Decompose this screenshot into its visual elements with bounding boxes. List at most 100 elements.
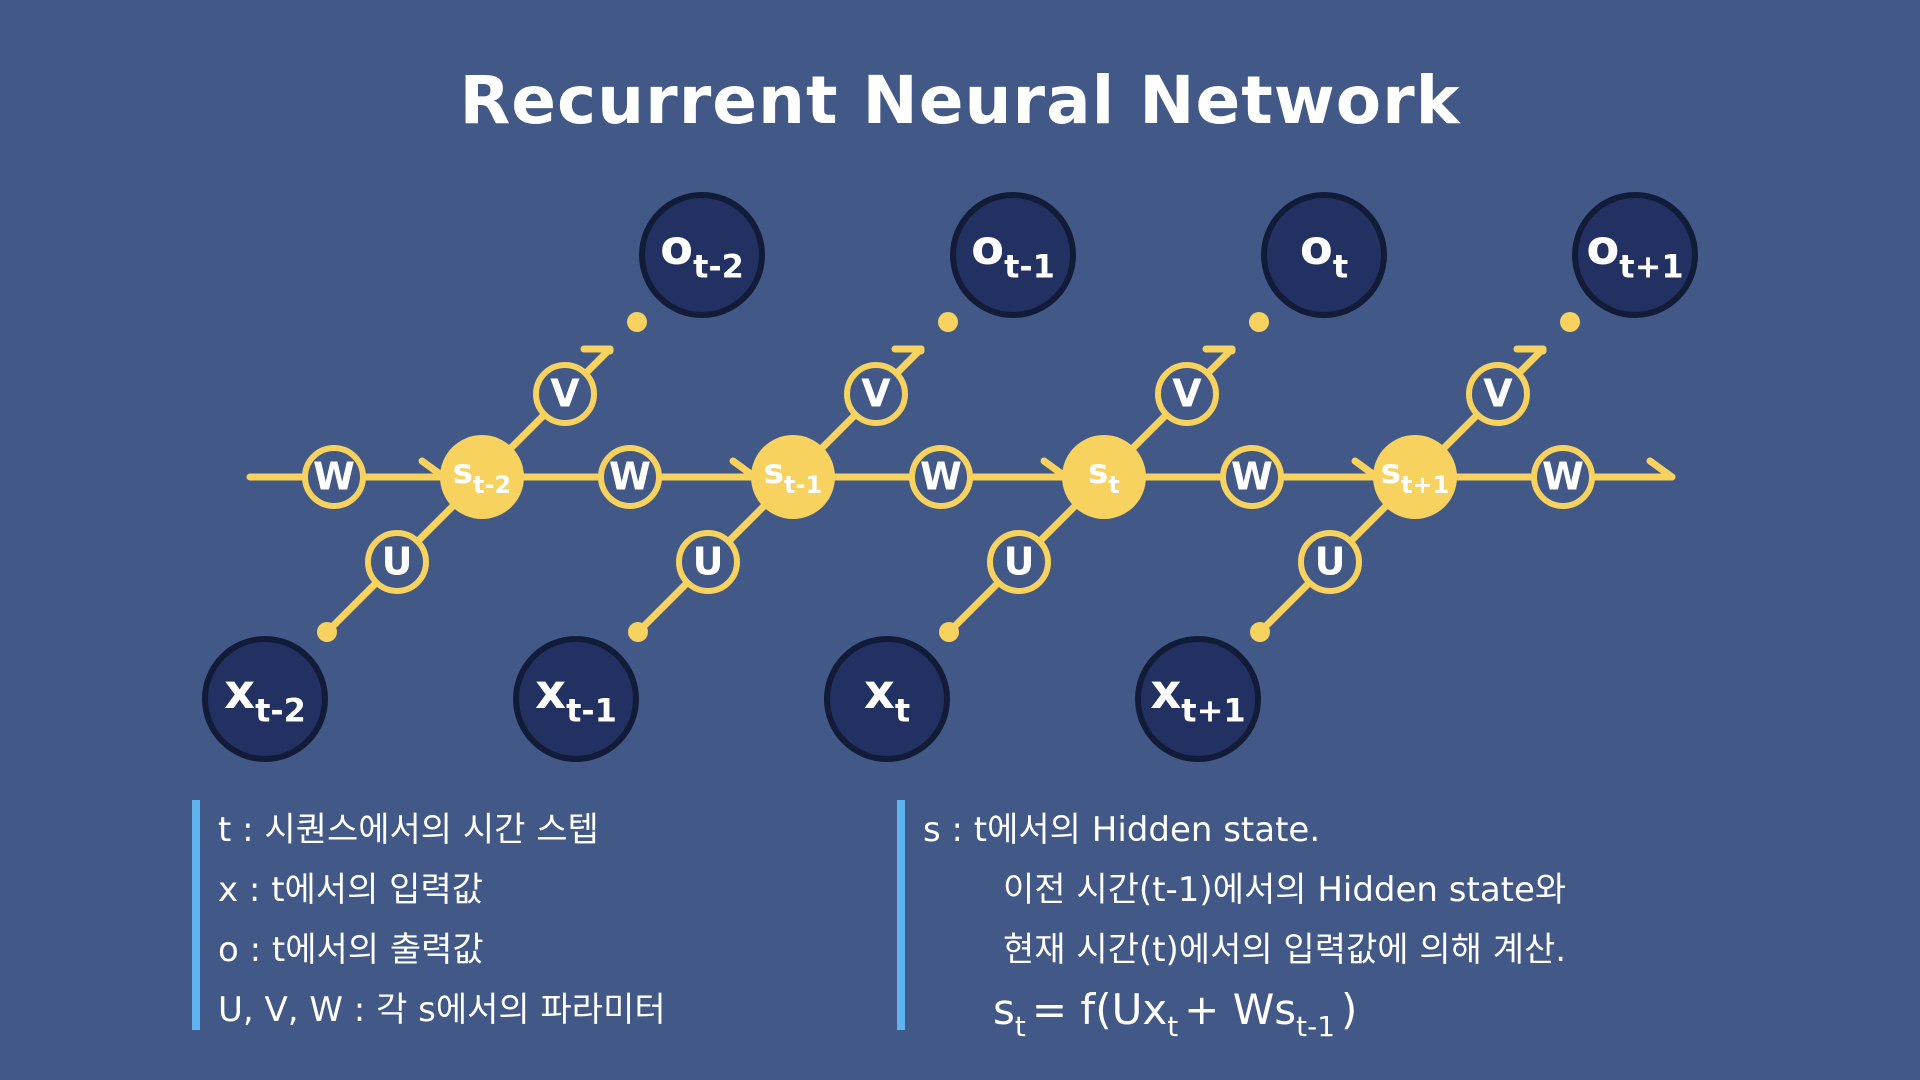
output-dot-tminus1 bbox=[938, 312, 958, 332]
weight-w-tminus2-label: W bbox=[609, 455, 651, 499]
weight-w-tplus1-label: W bbox=[1542, 455, 1584, 499]
hidden-label-t: st bbox=[1088, 452, 1120, 500]
output-label-tplus1-base: o bbox=[1586, 220, 1619, 276]
hidden-label-tminus2-sub: t-2 bbox=[473, 471, 511, 499]
weight-w-tminus1-label: W bbox=[920, 455, 962, 499]
weight-v-t-label: V bbox=[1172, 372, 1202, 416]
input-label-t-sub: t bbox=[895, 692, 910, 730]
weight-v-tminus1-label: V bbox=[861, 372, 891, 416]
legend-item-x: x : t에서의 입력값 bbox=[218, 870, 484, 910]
legend-item-s: s : t에서의 Hidden state. bbox=[923, 810, 1321, 850]
hidden-node-t bbox=[1062, 435, 1146, 519]
weight-u-t-label: U bbox=[1004, 540, 1035, 584]
formula-x-sub: t bbox=[1167, 1010, 1179, 1043]
legend-item-s-desc-2: 현재 시간(t)에서의 입력값에 의해 계산. bbox=[1003, 930, 1567, 970]
weight-v-tminus1 bbox=[844, 362, 908, 426]
output-dot-tplus1 bbox=[1560, 312, 1580, 332]
input-node-t bbox=[824, 636, 950, 762]
output-label-tminus2-base: o bbox=[660, 220, 693, 276]
input-label-tminus2-sub: t-2 bbox=[255, 692, 306, 730]
hidden-node-tplus1 bbox=[1373, 435, 1457, 519]
weight-w-tminus2 bbox=[598, 445, 662, 509]
page-title: Recurrent Neural Network bbox=[459, 62, 1461, 139]
legend-item-s-desc-1: 이전 시간(t-1)에서의 Hidden state와 bbox=[1003, 870, 1567, 910]
input-label-tminus2-base: x bbox=[224, 664, 255, 720]
input-dot-tminus1 bbox=[628, 622, 648, 642]
weight-u-t bbox=[987, 530, 1051, 594]
weight-v-t bbox=[1155, 362, 1219, 426]
legend-left: t : 시퀀스에서의 시간 스텝 x : t에서의 입력값 o : t에서의 출… bbox=[192, 800, 858, 1030]
output-arrowhead-t bbox=[1202, 345, 1236, 355]
formula-s-sub: t-1 bbox=[1296, 1010, 1336, 1043]
output-node-t bbox=[1261, 192, 1387, 318]
input-label-tminus1-sub: t-1 bbox=[566, 692, 617, 730]
input-label-t-base: x bbox=[864, 664, 895, 720]
input-node-tplus1 bbox=[1135, 636, 1261, 762]
output-label-tminus2-sub: t-2 bbox=[693, 248, 744, 286]
hidden-label-tminus1-sub: t-1 bbox=[784, 471, 822, 499]
weight-w-start-label: W bbox=[313, 455, 355, 499]
formula-plus: + Ws bbox=[1184, 985, 1297, 1034]
output-label-t-base: o bbox=[1300, 220, 1333, 276]
hidden-label-tminus1-base: s bbox=[764, 452, 784, 492]
hidden-node-tminus1 bbox=[751, 435, 835, 519]
formula-end: ) bbox=[1341, 985, 1358, 1034]
output-label-tplus1: ot+1 bbox=[1586, 220, 1683, 286]
input-node-tminus2 bbox=[202, 636, 328, 762]
output-label-t-sub: t bbox=[1333, 248, 1348, 286]
weight-v-tminus2 bbox=[533, 362, 597, 426]
legend-item-params: U, V, W : 각 s에서의 파라미터 bbox=[218, 990, 666, 1030]
input-dot-tplus1 bbox=[1250, 622, 1270, 642]
hidden-node-tminus2 bbox=[440, 435, 524, 519]
hidden-state-formula: st= f(Uxt+ Wst-1) bbox=[923, 980, 1743, 1043]
formula-lhs-sub: t bbox=[1014, 1010, 1026, 1043]
weight-u-tminus2-label: U bbox=[382, 540, 413, 584]
diagram-nodes: WUVWst-2xt-2ot-2UVWst-1xt-1ot-1UVWstxtot… bbox=[202, 192, 1698, 762]
weight-u-tminus2 bbox=[365, 530, 429, 594]
weight-w-tminus1 bbox=[909, 445, 973, 509]
hidden-label-tminus1: st-1 bbox=[764, 452, 822, 500]
input-label-tplus1: xt+1 bbox=[1150, 664, 1245, 730]
formula-middle: = f(Ux bbox=[1031, 985, 1168, 1034]
legend-item-t: t : 시퀀스에서의 시간 스텝 bbox=[218, 810, 599, 850]
input-dot-t bbox=[939, 622, 959, 642]
hidden-label-tplus1-base: s bbox=[1381, 452, 1401, 492]
input-label-tplus1-base: x bbox=[1150, 664, 1181, 720]
output-label-tminus1-base: o bbox=[971, 220, 1004, 276]
output-label-tminus2: ot-2 bbox=[660, 220, 744, 286]
input-label-tplus1-sub: t+1 bbox=[1181, 692, 1245, 730]
legend-item-o: o : t에서의 출력값 bbox=[218, 930, 484, 970]
recurrent-arrowhead-tplus1 bbox=[1646, 457, 1676, 481]
output-label-tplus1-sub: t+1 bbox=[1619, 248, 1683, 286]
weight-u-tplus1-label: U bbox=[1315, 540, 1346, 584]
output-dot-tminus2 bbox=[627, 312, 647, 332]
weight-v-tplus1-label: V bbox=[1483, 372, 1513, 416]
output-label-tminus1: ot-1 bbox=[971, 220, 1055, 286]
weight-w-t bbox=[1220, 445, 1284, 509]
output-node-tplus1 bbox=[1572, 192, 1698, 318]
hidden-label-tminus2: st-2 bbox=[453, 452, 511, 500]
output-node-tminus1 bbox=[950, 192, 1076, 318]
weight-v-tplus1 bbox=[1466, 362, 1530, 426]
hidden-label-tplus1-sub: t+1 bbox=[1401, 471, 1449, 499]
output-node-tminus2 bbox=[639, 192, 765, 318]
input-label-tminus1: xt-1 bbox=[535, 664, 617, 730]
formula-lhs: s bbox=[993, 985, 1015, 1034]
input-label-t: xt bbox=[864, 664, 910, 730]
weight-u-tminus1-label: U bbox=[693, 540, 724, 584]
input-label-tminus2: xt-2 bbox=[224, 664, 306, 730]
weight-v-tminus2-label: V bbox=[550, 372, 580, 416]
output-arrowhead-tminus2 bbox=[580, 345, 614, 355]
weight-u-tminus1 bbox=[676, 530, 740, 594]
input-label-tminus1-base: x bbox=[535, 664, 566, 720]
legend-right: s : t에서의 Hidden state. 이전 시간(t-1)에서의 Hid… bbox=[897, 800, 1743, 1043]
hidden-label-tminus2-base: s bbox=[453, 452, 473, 492]
weight-w-tplus1 bbox=[1531, 445, 1595, 509]
hidden-label-tplus1: st+1 bbox=[1381, 452, 1450, 500]
weight-w-t-label: W bbox=[1231, 455, 1273, 499]
output-label-tminus1-sub: t-1 bbox=[1004, 248, 1055, 286]
input-dot-tminus2 bbox=[317, 622, 337, 642]
output-arrowhead-tminus1 bbox=[891, 345, 925, 355]
hidden-label-t-sub: t bbox=[1108, 471, 1119, 499]
